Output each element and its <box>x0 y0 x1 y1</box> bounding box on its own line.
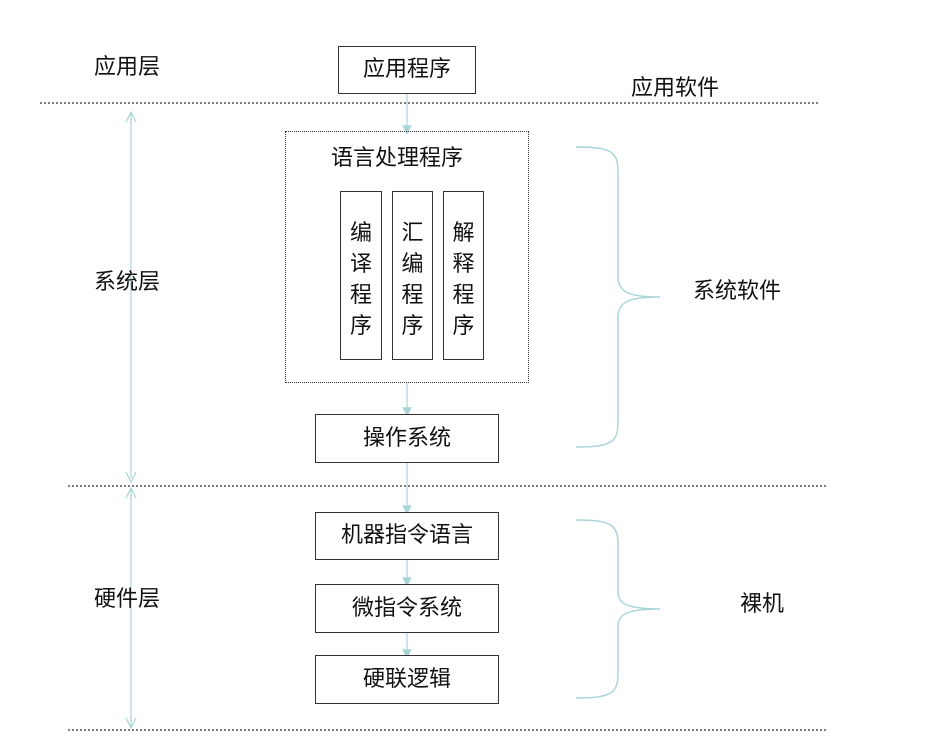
interpreter-char-4: 序 <box>452 314 475 339</box>
interpreter-box: 解 释 程 序 <box>443 191 484 360</box>
application-software-label: 应用软件 <box>631 76 720 101</box>
hardware-layer-label: 硬件层 <box>94 587 161 612</box>
hardware-layer-range-arrow-top-head <box>125 486 137 499</box>
assembler-char-3: 程 <box>401 283 424 308</box>
application-layer-label: 应用层 <box>94 55 161 80</box>
system-software-label: 系统软件 <box>693 279 782 304</box>
hardwired-logic-box: 硬联逻辑 <box>315 655 499 704</box>
system-software-brace <box>575 146 661 448</box>
system-layer-range-arrow-top-head <box>125 110 137 123</box>
assembler-char-1: 汇 <box>401 221 424 246</box>
assembler-box: 汇 编 程 序 <box>392 191 433 360</box>
interpreter-char-3: 程 <box>452 283 475 308</box>
operating-system-box: 操作系统 <box>315 414 499 463</box>
system-layer-label: 系统层 <box>94 270 161 295</box>
compiler-char-4: 序 <box>349 314 372 339</box>
compiler-char-3: 程 <box>349 283 372 308</box>
compiler-char-2: 译 <box>349 252 372 277</box>
compiler-box: 编 译 程 序 <box>340 191 382 360</box>
machine-language-box: 机器指令语言 <box>315 512 499 560</box>
bare-machine-label: 裸机 <box>740 592 785 617</box>
application-program-box: 应用程序 <box>338 46 476 94</box>
interpreter-char-2: 释 <box>452 252 475 277</box>
assembler-char-2: 编 <box>401 252 424 277</box>
language-processor-group: 语言处理程序 <box>285 131 529 383</box>
language-processor-title: 语言处理程序 <box>331 146 464 171</box>
compiler-char-1: 编 <box>349 221 372 246</box>
system-layer-range-arrow-bottom-head <box>125 471 137 484</box>
interpreter-char-1: 解 <box>452 221 475 246</box>
hardware-layer-range-arrow-bottom-head <box>125 717 137 730</box>
microinstruction-system-box: 微指令系统 <box>315 584 499 633</box>
assembler-char-4: 序 <box>401 314 424 339</box>
bare-machine-brace <box>575 519 661 699</box>
